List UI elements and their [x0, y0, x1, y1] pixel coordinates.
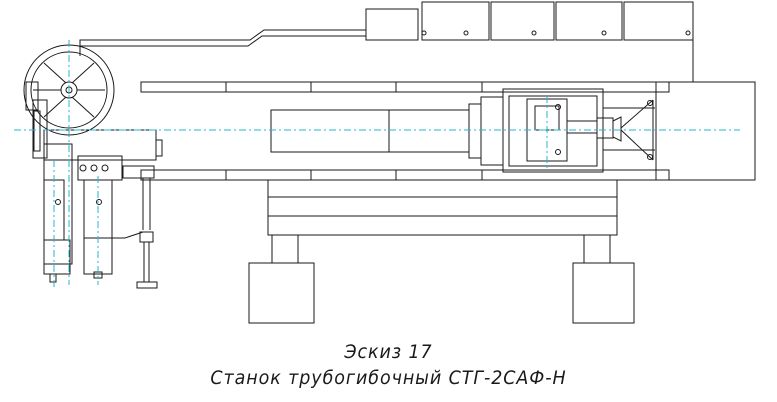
- machine-bed: [140, 81, 756, 181]
- control-cabinet: [365, 1, 694, 41]
- machine-title: Станок трубогибочный СТГ-2САФ-Н: [210, 367, 567, 389]
- support-stand: [248, 179, 635, 324]
- sketch-label: Эскиз 17: [344, 341, 433, 363]
- mandrel-rod: [270, 96, 504, 166]
- centerlines: [14, 40, 740, 290]
- bending-head: [23, 44, 163, 289]
- cable-duct: [79, 29, 694, 82]
